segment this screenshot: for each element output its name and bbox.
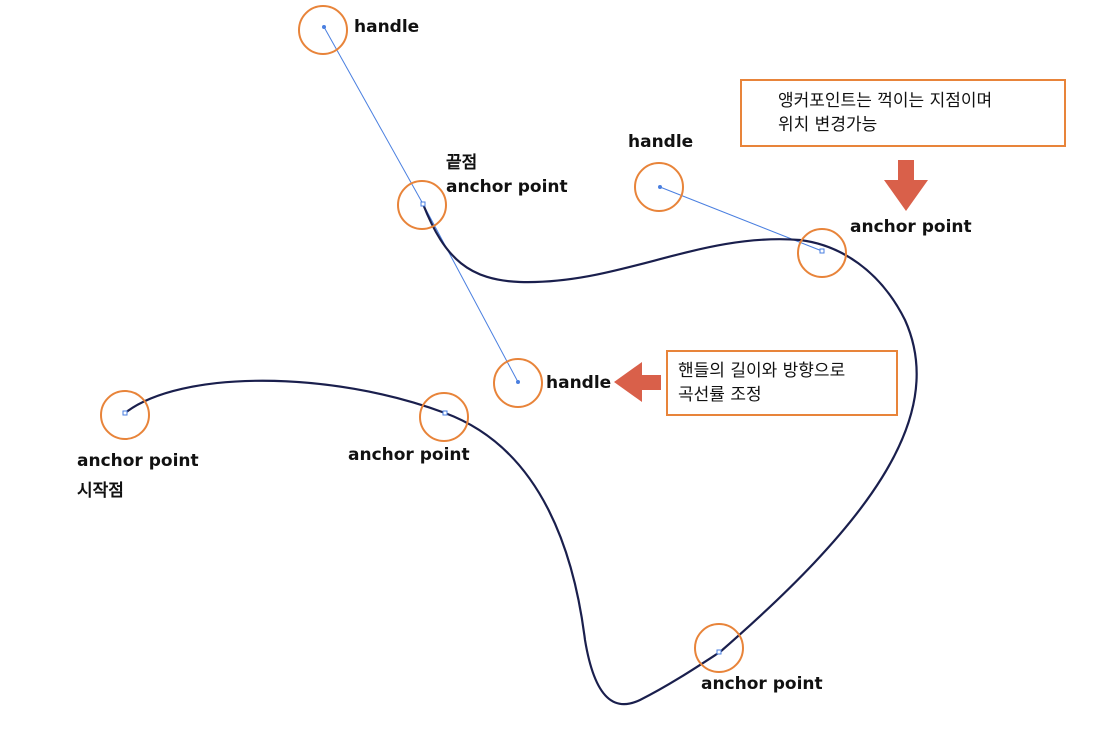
handle-line-middle xyxy=(422,203,519,383)
circle-handle-top xyxy=(298,5,348,55)
label-handle-top: handle xyxy=(354,17,420,37)
circle-anchor-right xyxy=(797,228,847,278)
label-anchor-start: anchor point xyxy=(77,451,199,471)
callout-handle-info: 핸들의 길이와 방향으로 곡선률 조정 xyxy=(666,350,898,416)
label-end-point-ko: 끝점 xyxy=(446,153,478,173)
circle-anchor-mid xyxy=(419,392,469,442)
bezier-curve xyxy=(124,203,918,706)
callout-anchor-info: 앵커포인트는 꺽이는 지점이며 위치 변경가능 xyxy=(740,79,1066,147)
callout-anchor-line2: 위치 변경가능 xyxy=(778,115,878,135)
label-anchor-mid: anchor point xyxy=(348,445,470,465)
anchor-square-mid xyxy=(442,410,448,416)
callout-handle-line2: 곡선률 조정 xyxy=(678,385,762,405)
label-anchor-bottom: anchor point xyxy=(701,674,823,694)
label-end-anchor: anchor point xyxy=(446,177,568,197)
point-markers xyxy=(122,25,825,655)
callout-anchor-line1: 앵커포인트는 꺽이는 지점이며 xyxy=(778,91,993,111)
circle-handle-middle xyxy=(493,358,543,408)
handle-line-top xyxy=(323,26,424,205)
circle-anchor-end xyxy=(397,180,447,230)
circle-anchor-bottom xyxy=(694,623,744,673)
handle-dot-middle xyxy=(516,380,520,384)
down-arrow-icon xyxy=(884,160,928,211)
label-handle-right: handle xyxy=(628,132,694,152)
callout-handle-line1: 핸들의 길이와 방향으로 xyxy=(678,361,846,381)
label-anchor-right: anchor point xyxy=(850,217,972,237)
anchor-square-start xyxy=(122,410,128,416)
anchor-square-end xyxy=(420,201,426,207)
circle-handle-right xyxy=(634,162,684,212)
handle-dot-top xyxy=(322,25,326,29)
left-arrow-icon xyxy=(614,362,661,402)
anchor-square-right xyxy=(819,248,825,254)
label-start-point-ko: 시작점 xyxy=(77,481,124,501)
handle-dot-right xyxy=(658,185,662,189)
label-handle-middle: handle xyxy=(546,373,612,393)
anchor-square-bottom xyxy=(716,649,722,655)
circle-anchor-start xyxy=(100,390,150,440)
highlight-circles xyxy=(100,5,847,673)
